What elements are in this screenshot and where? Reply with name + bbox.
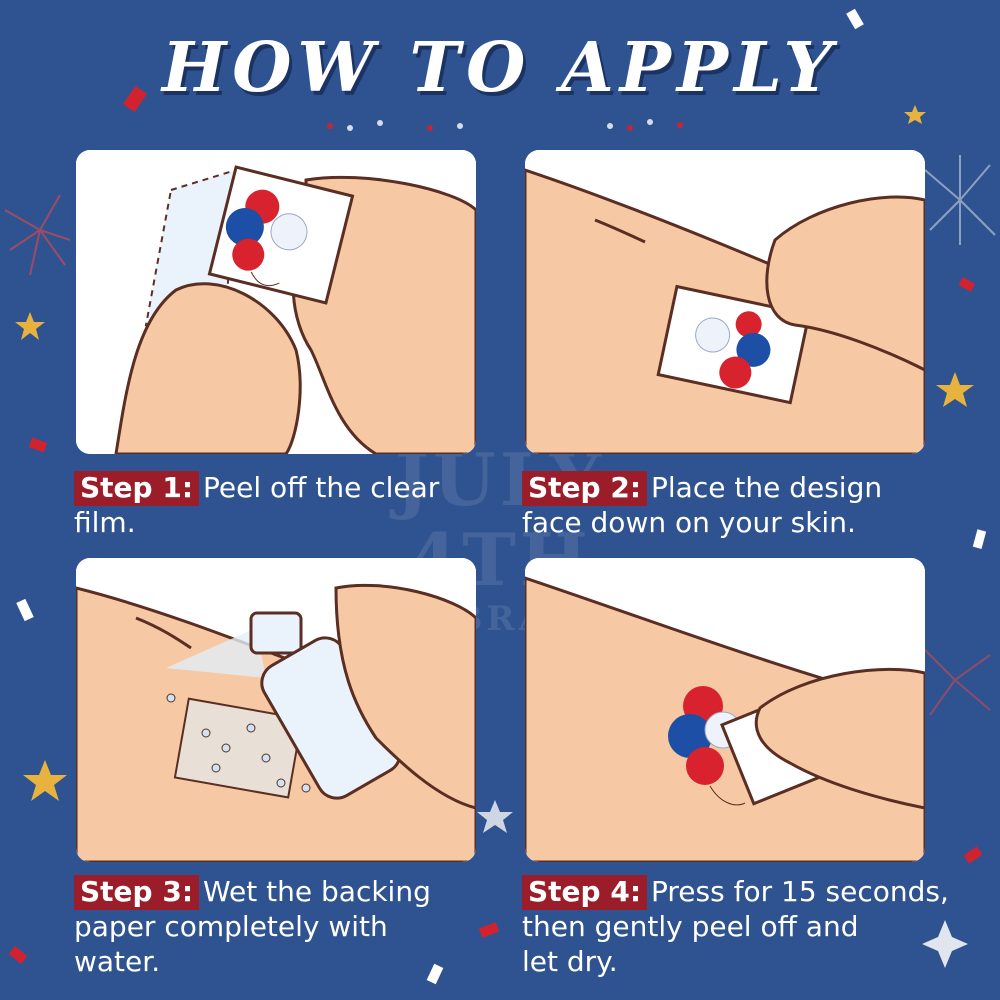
step-1-text: Step 1:Peel off the clear film. xyxy=(74,470,494,540)
hand xyxy=(754,667,925,810)
tattoo-sheet xyxy=(207,165,355,305)
step-4-line2: then gently peel off and xyxy=(522,910,859,943)
step-1-illustration xyxy=(76,150,476,454)
water-drops-icon xyxy=(166,693,311,793)
firework-right-icon xyxy=(924,155,996,245)
confetti-icon xyxy=(28,437,48,453)
balloon-red-icon xyxy=(735,311,762,338)
balloon-white-icon xyxy=(695,317,731,353)
step-4-label: Step 4: xyxy=(522,875,648,910)
confetti-icon xyxy=(972,529,987,549)
spray-mist xyxy=(166,628,266,678)
confetti-icon xyxy=(16,598,34,622)
star-icon xyxy=(23,760,67,801)
balloon-blue-icon xyxy=(225,208,264,247)
step-4-line1: Press for 15 seconds, xyxy=(651,875,949,908)
step-1-label: Step 1: xyxy=(74,471,200,506)
confetti-icon xyxy=(963,846,983,864)
step-1-line2: film. xyxy=(74,506,136,539)
step-3-line1: Wet the backing xyxy=(203,875,431,908)
step-4-text: Step 4:Press for 15 seconds, then gently… xyxy=(522,874,962,979)
confetti-icon xyxy=(426,963,444,985)
balloon-white-icon xyxy=(270,213,308,251)
step-2-text: Step 2:Place the design face down on you… xyxy=(522,470,942,540)
wet-paper xyxy=(173,697,304,799)
step-4-illustration xyxy=(525,558,925,862)
confetti-icon xyxy=(846,8,864,30)
step-2-label: Step 2: xyxy=(522,471,648,506)
balloon-red-icon xyxy=(232,238,265,271)
step-2-line1: Place the design xyxy=(651,471,883,504)
star-icon xyxy=(936,372,974,407)
balloon-red-icon xyxy=(686,747,724,785)
star-icon xyxy=(477,800,513,833)
star-icon xyxy=(15,312,45,340)
tattoo-sheet xyxy=(656,284,811,405)
step-1-line1: Peel off the clear xyxy=(203,471,440,504)
star-row-icon xyxy=(347,119,653,131)
step-3-text: Step 3:Wet the backing paper completely … xyxy=(74,874,494,979)
hand xyxy=(765,195,925,372)
firework-left-icon xyxy=(4,194,71,276)
star-icon xyxy=(904,105,926,124)
step-2-line2: face down on your skin. xyxy=(522,506,856,539)
confetti-icon xyxy=(122,85,148,113)
confetti-icon xyxy=(8,946,28,964)
step-3-line3: water. xyxy=(74,945,161,978)
balloon-blue-icon xyxy=(668,714,712,758)
confetti-icon xyxy=(478,922,500,938)
step-4-line3: let dry. xyxy=(522,945,618,978)
step-3-illustration xyxy=(76,558,476,862)
sparkle-icon xyxy=(922,920,968,968)
balloon-blue-icon xyxy=(736,332,771,367)
confetti-icon xyxy=(958,277,976,292)
hand-left xyxy=(114,282,302,454)
step-3-line2: paper completely with xyxy=(74,910,388,943)
page-title: HOW TO APPLY xyxy=(161,28,839,108)
balloon-red-icon xyxy=(719,356,752,389)
step-3-label: Step 3: xyxy=(74,875,200,910)
hand xyxy=(334,583,476,810)
star-row-icon xyxy=(327,122,683,131)
firework-bottom-right-icon xyxy=(924,649,991,716)
step-2-illustration xyxy=(525,150,925,454)
